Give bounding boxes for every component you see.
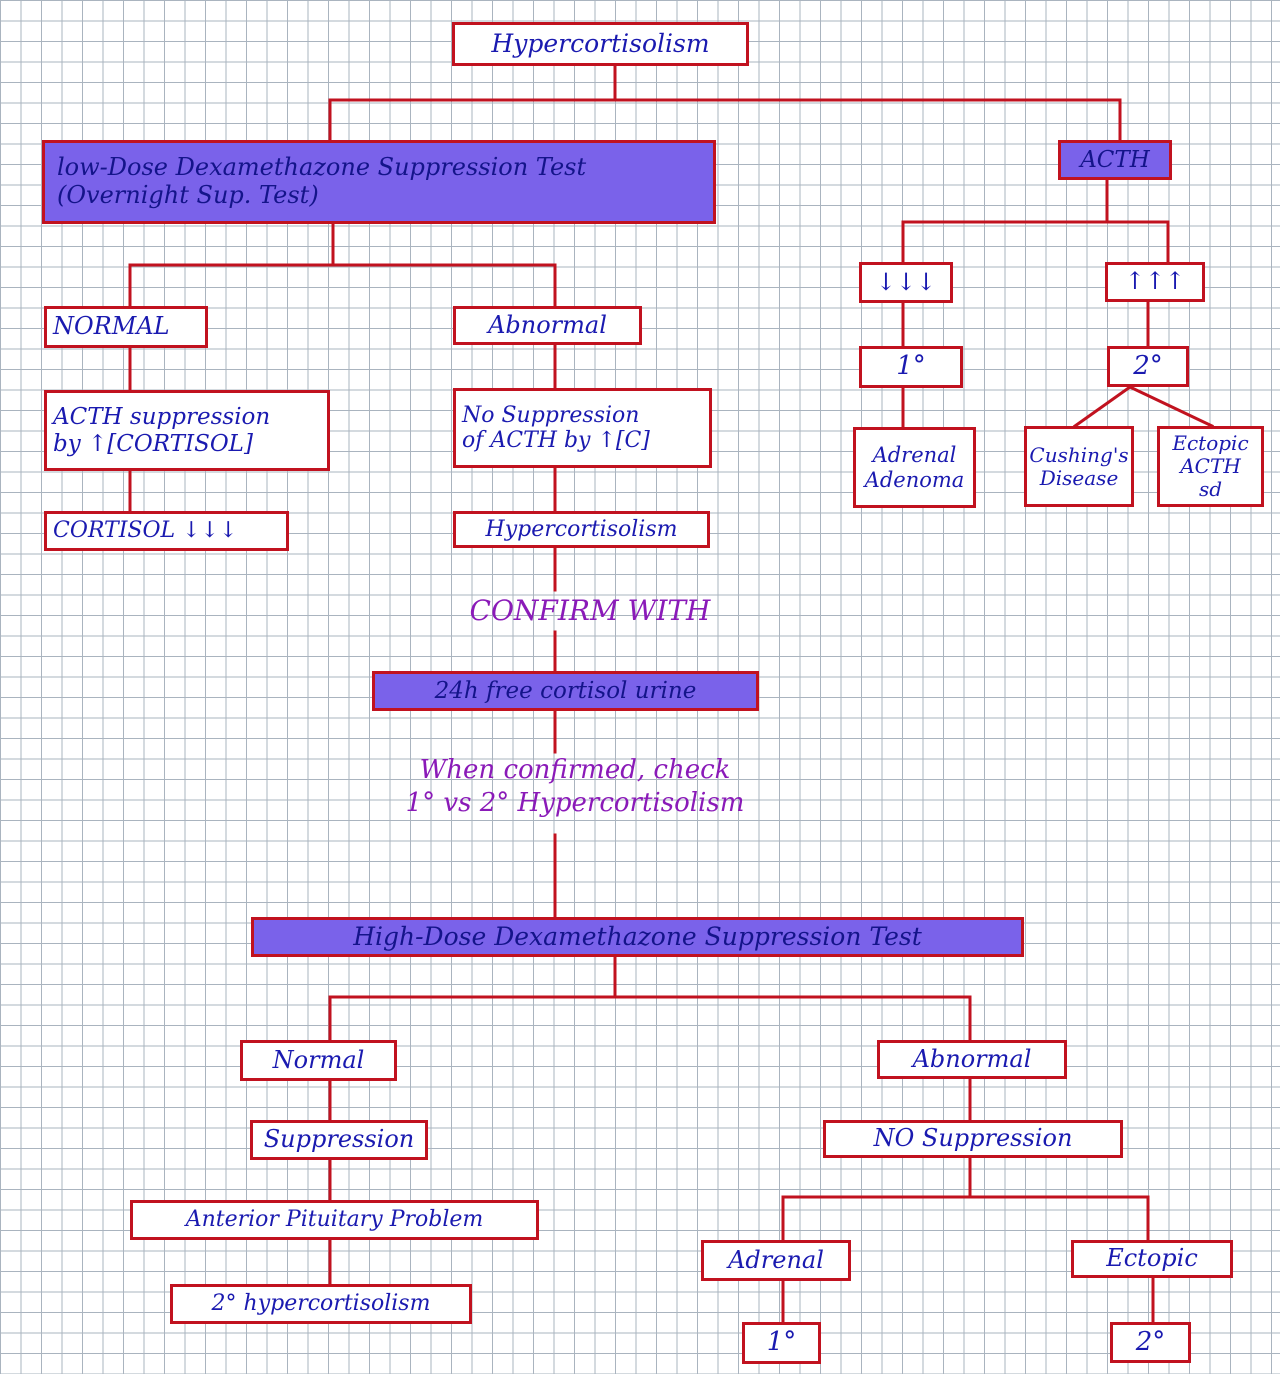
hypercortisolism-result-node: Hypercortisolism xyxy=(453,511,710,548)
cushings-disease-node: Cushing's Disease xyxy=(1024,426,1134,507)
normal-hd-node: Normal xyxy=(240,1040,397,1081)
confirm-with-note: CONFIRM WITH xyxy=(469,594,711,627)
secondary-top-node: 2° xyxy=(1107,346,1189,387)
low-dose-dexamethasone-test-node: low-Dose Dexamethazone Suppression Test … xyxy=(42,140,716,224)
acth-node: ACTH xyxy=(1058,140,1172,180)
secondary-bottom-node: 2° xyxy=(1110,1322,1191,1363)
abnormal-result-node: Abnormal xyxy=(453,306,642,345)
adrenal-adenoma-node: Adrenal Adenoma xyxy=(853,427,976,508)
no-suppression-hd-node: NO Suppression xyxy=(823,1120,1123,1158)
ectopic-node: Ectopic xyxy=(1071,1240,1233,1278)
high-dose-dexamethasone-test-node: High-Dose Dexamethazone Suppression Test xyxy=(251,917,1024,957)
primary-bottom-node: 1° xyxy=(742,1322,821,1364)
ectopic-acth-node: Ectopic ACTH sd xyxy=(1157,426,1264,507)
suppression-node: Suppression xyxy=(250,1120,428,1160)
cortisol-low-node: CORTISOL ↓↓↓ xyxy=(44,511,289,551)
abnormal-hd-node: Abnormal xyxy=(877,1040,1067,1079)
anterior-pituitary-node: Anterior Pituitary Problem xyxy=(130,1200,539,1240)
adrenal-node: Adrenal xyxy=(701,1240,851,1281)
acth-high-node: ↑↑↑ xyxy=(1105,262,1205,302)
normal-result-node: NORMAL xyxy=(44,306,208,348)
free-cortisol-urine-node: 24h free cortisol urine xyxy=(372,671,759,711)
root-node: Hypercortisolism xyxy=(452,22,749,66)
primary-top-node: 1° xyxy=(859,346,963,388)
when-confirmed-note: When confirmed, check 1° vs 2° Hypercort… xyxy=(405,755,745,818)
secondary-hypercortisolism-node: 2° hypercortisolism xyxy=(170,1284,472,1324)
no-suppression-acth-node: No Suppression of ACTH by ↑[C] xyxy=(453,388,712,468)
acth-low-node: ↓↓↓ xyxy=(859,262,953,303)
acth-suppression-node: ACTH suppression by ↑[CORTISOL] xyxy=(44,390,330,471)
